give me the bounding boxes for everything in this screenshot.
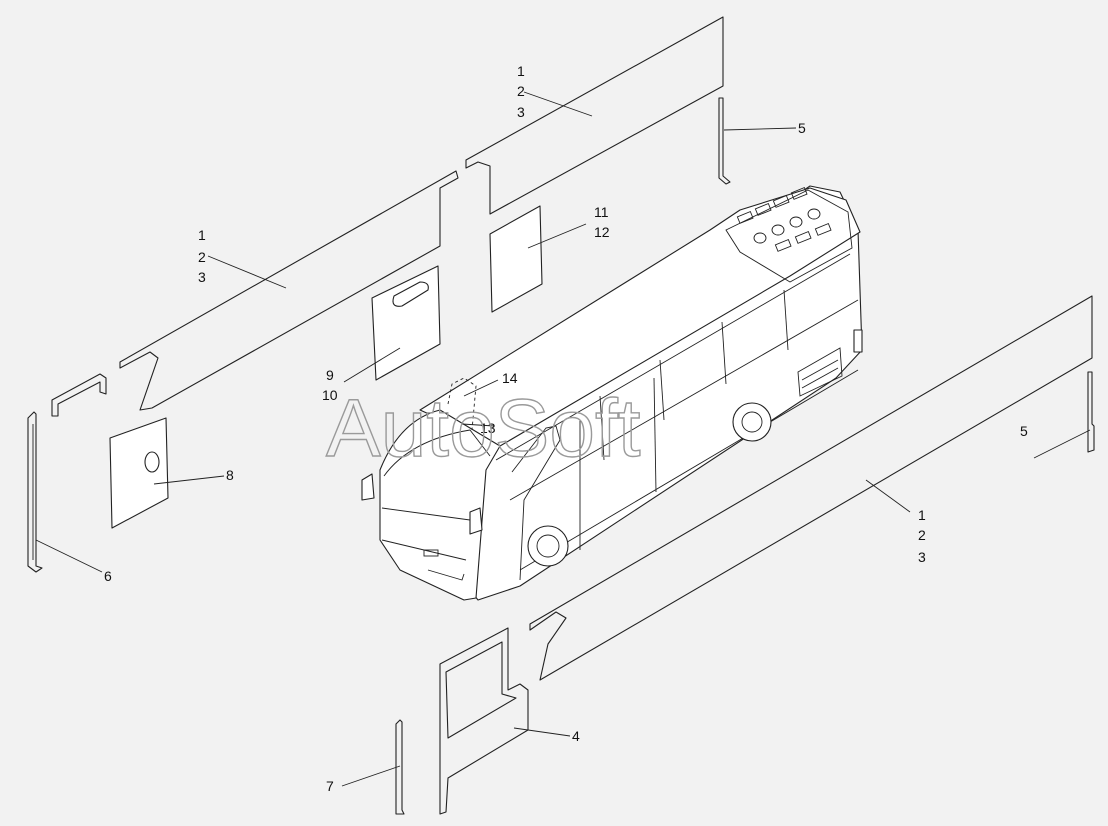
callout-7: 7 [326, 778, 334, 794]
callout-2-upper: 2 [517, 83, 525, 99]
part-strip-lower [529, 295, 1093, 681]
part-5-trim-upper [718, 97, 731, 185]
part-strip-upper [465, 16, 724, 215]
part-5-trim-right [1087, 371, 1095, 453]
callout-14: 14 [502, 370, 518, 386]
part-strip-middle [119, 170, 459, 411]
part-8-panel [109, 417, 169, 529]
part-6-trim [27, 411, 43, 573]
callout-5-upper: 5 [798, 120, 806, 136]
callout-2-lower: 2 [918, 527, 926, 543]
part-7-trim [395, 719, 405, 815]
part-corner-trim [51, 373, 107, 417]
part-9-10-panel [371, 265, 441, 381]
callout-10: 10 [322, 387, 338, 403]
leader-lines [35, 91, 1091, 787]
callout-2-middle: 2 [198, 249, 206, 265]
bus-illustration [361, 185, 863, 601]
callout-5-right: 5 [1020, 423, 1028, 439]
callout-9: 9 [326, 367, 334, 383]
callout-12: 12 [594, 224, 610, 240]
callout-1-upper: 1 [517, 63, 525, 79]
part-4-door-frame [439, 627, 529, 815]
callout-3-middle: 3 [198, 269, 206, 285]
callout-11: 11 [594, 204, 609, 220]
callout-3-upper: 3 [517, 104, 525, 120]
callout-1-lower: 1 [918, 507, 926, 523]
callout-1-middle: 1 [198, 227, 206, 243]
callout-8: 8 [226, 467, 234, 483]
callout-3-lower: 3 [918, 549, 926, 565]
callout-13: 13 [480, 420, 496, 436]
callout-4: 4 [572, 728, 580, 744]
part-11-12-panel [489, 205, 543, 313]
watermark: AutoSoft [326, 383, 641, 474]
callout-6: 6 [104, 568, 112, 584]
